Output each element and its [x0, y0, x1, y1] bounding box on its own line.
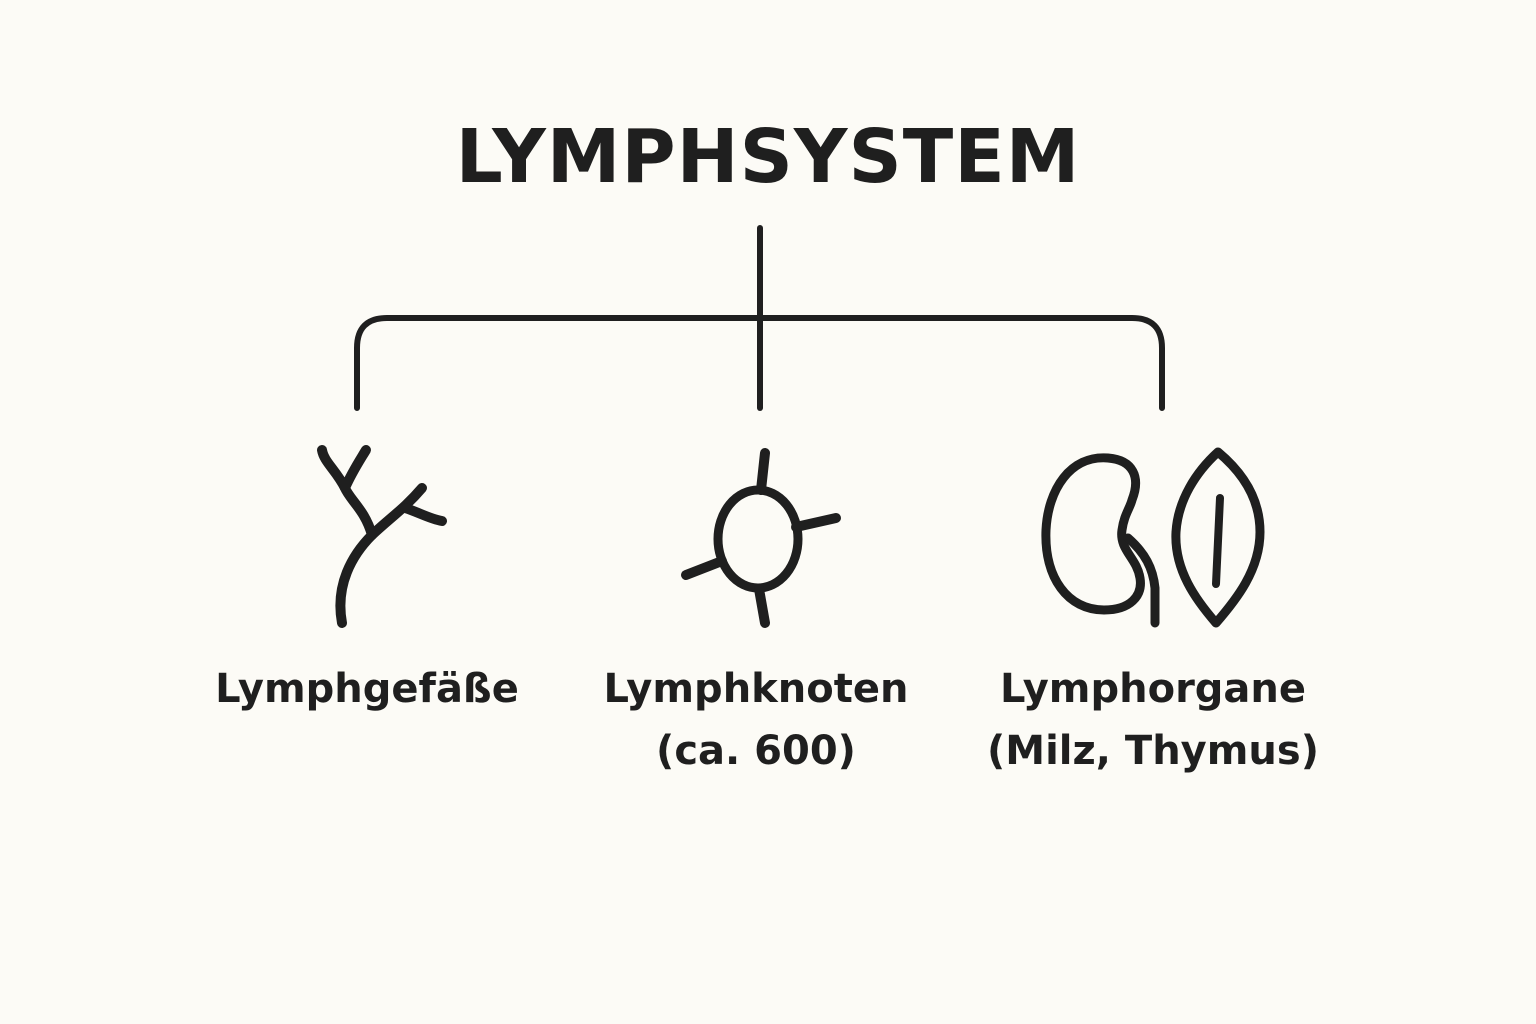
lymph-vessel-icon	[317, 445, 447, 628]
connector-lines	[354, 225, 1165, 411]
branch-label-nodes: Lymphknoten (ca. 600)	[546, 658, 966, 782]
spleen-thymus-icon	[1041, 447, 1265, 628]
branch-label-organs: Lymphorgane (Milz, Thymus)	[943, 658, 1363, 782]
branch-label-vessels: Lymphgefäße	[157, 658, 577, 720]
branch-label-line: Lymphgefäße	[215, 666, 519, 712]
connector-bracket	[354, 315, 1165, 411]
branch-label-line: Lymphknoten	[603, 666, 909, 712]
branch-label-line: (Milz, Thymus)	[987, 728, 1319, 774]
lymph-node-icon	[681, 448, 841, 628]
branch-label-line: (ca. 600)	[656, 728, 856, 774]
branch-label-line: Lymphorgane	[999, 666, 1307, 712]
diagram-title: LYMPHSYSTEM	[455, 114, 1081, 200]
